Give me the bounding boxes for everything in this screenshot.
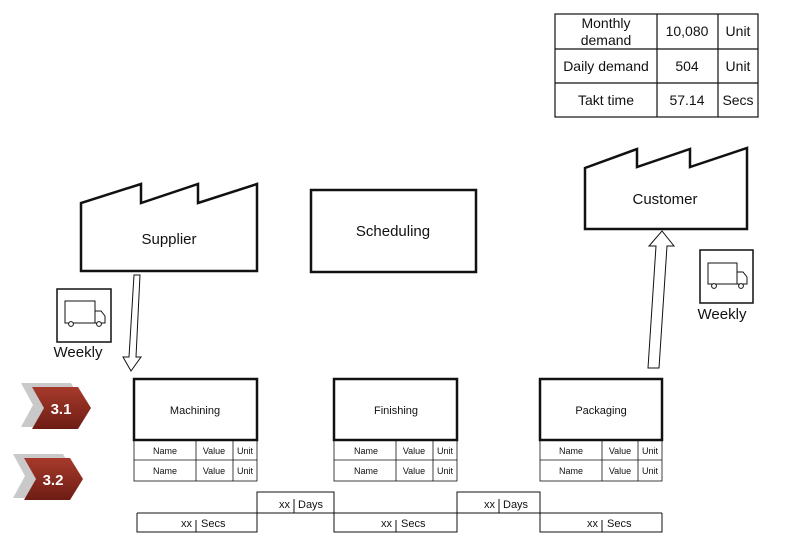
process-finishing: Finishing Name Value Unit Name Value Uni… xyxy=(332,377,459,482)
process-data-table xyxy=(333,439,458,482)
data-unit-cell: Unit xyxy=(237,446,254,456)
supplier-label: Supplier xyxy=(141,231,196,248)
daily-demand-label: Daily demand xyxy=(563,58,649,74)
customer-shipment-frequency: Weekly xyxy=(698,306,747,323)
takt-time-unit: Secs xyxy=(722,92,753,108)
monthly-demand-unit: Unit xyxy=(726,23,751,39)
data-name-cell: Name xyxy=(559,466,583,476)
data-unit-cell: Unit xyxy=(437,466,454,476)
supplier-shipment-frequency: Weekly xyxy=(54,344,103,361)
truck-icon xyxy=(707,262,748,289)
customer-truck xyxy=(699,249,754,304)
data-unit-cell: Unit xyxy=(237,466,254,476)
data-name-cell: Name xyxy=(153,446,177,456)
process-time-value: xx xyxy=(381,518,393,530)
step-number: 3.2 xyxy=(43,472,64,489)
monthly-demand-label-line2: demand xyxy=(581,32,632,48)
process-data-table xyxy=(133,439,258,482)
data-name-cell: Name xyxy=(153,466,177,476)
scheduling-label: Scheduling xyxy=(356,223,430,240)
customer-shipment-arrow xyxy=(647,230,676,369)
customer-factory-icon xyxy=(583,146,749,231)
monthly-demand-value: 10,080 xyxy=(666,23,709,39)
process-time-unit: Secs xyxy=(401,518,426,530)
wait-time-value: xx xyxy=(279,499,291,511)
wait-time-unit: Days xyxy=(503,499,529,511)
data-value-cell: Value xyxy=(403,466,425,476)
scheduling-box xyxy=(309,188,478,274)
process-time-value: xx xyxy=(181,518,193,530)
takt-time-label: Takt time xyxy=(578,92,634,108)
step-badge-3-2: 3.2 xyxy=(13,454,83,500)
demand-table-text: Monthly demand 10,080 Unit Daily demand … xyxy=(563,15,753,108)
takt-time-value: 57.14 xyxy=(669,92,704,108)
process-time-value: xx xyxy=(587,518,599,530)
demand-table xyxy=(554,13,759,118)
step-number: 3.1 xyxy=(51,401,72,418)
data-name-cell: Name xyxy=(354,446,378,456)
supplier-shipment-arrow xyxy=(122,274,142,372)
monthly-demand-label-line1: Monthly xyxy=(581,15,630,31)
daily-demand-unit: Unit xyxy=(726,58,751,74)
data-unit-cell: Unit xyxy=(437,446,454,456)
data-value-cell: Value xyxy=(203,446,225,456)
process-packaging: Packaging Name Value Unit Name Value Uni… xyxy=(538,377,664,482)
supplier-truck xyxy=(56,288,112,343)
customer-label: Customer xyxy=(632,191,697,208)
daily-demand-value: 504 xyxy=(675,58,699,74)
timeline-ladder xyxy=(136,491,663,533)
data-value-cell: Value xyxy=(609,466,631,476)
process-name: Packaging xyxy=(575,405,626,417)
truck-icon xyxy=(64,300,106,327)
supplier-factory-icon xyxy=(79,182,259,273)
process-name: Finishing xyxy=(374,405,418,417)
step-badge-3-1: 3.1 xyxy=(21,383,91,429)
data-value-cell: Value xyxy=(609,446,631,456)
data-name-cell: Name xyxy=(559,446,583,456)
data-unit-cell: Unit xyxy=(642,446,659,456)
wait-time-unit: Days xyxy=(298,499,324,511)
process-name: Machining xyxy=(170,405,220,417)
wait-time-value: xx xyxy=(484,499,496,511)
data-value-cell: Value xyxy=(403,446,425,456)
process-time-unit: Secs xyxy=(607,518,632,530)
data-value-cell: Value xyxy=(203,466,225,476)
process-machining: Machining Name Value Unit Name Value Uni… xyxy=(132,377,259,482)
data-name-cell: Name xyxy=(354,466,378,476)
process-time-unit: Secs xyxy=(201,518,226,530)
process-data-table xyxy=(539,439,663,482)
data-unit-cell: Unit xyxy=(642,466,659,476)
